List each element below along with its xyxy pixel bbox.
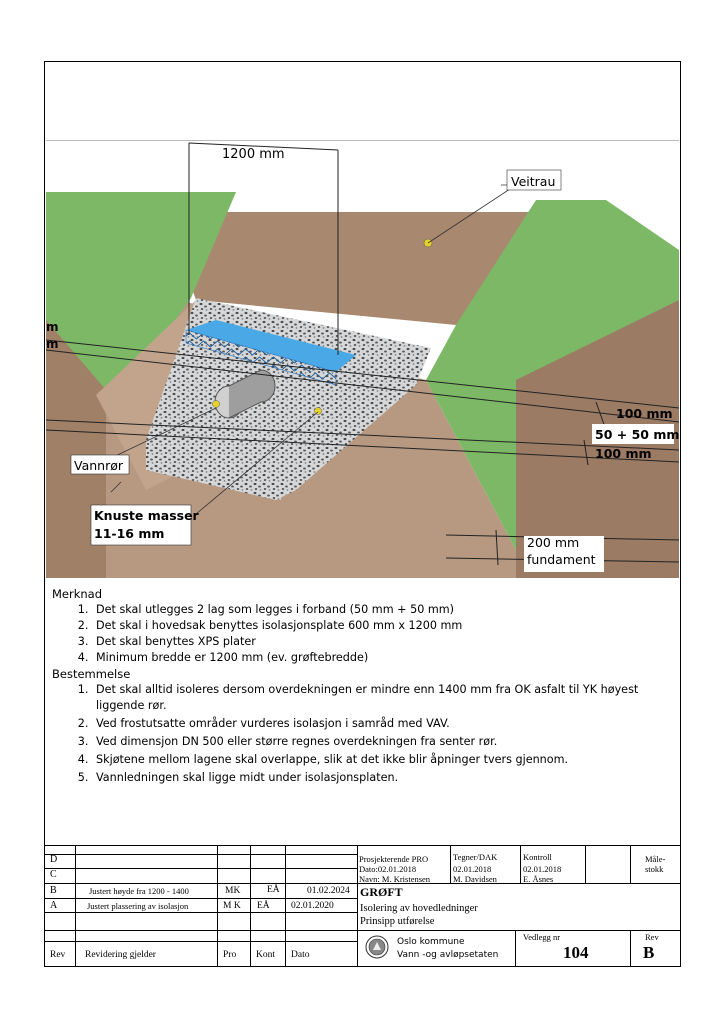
kontroll-date: 02.01.2018 xyxy=(523,864,562,874)
bestemmelse-item: Ved dimensjon DN 500 eller større regnes… xyxy=(92,734,677,750)
head-rev: Rev xyxy=(50,950,66,960)
scale-label-1: Måle- xyxy=(645,854,666,864)
rev-a: A xyxy=(50,900,58,911)
org-name-2: Vann -og avløpsetaten xyxy=(397,950,499,960)
left-edge-label-2: m xyxy=(46,337,59,351)
merknad-heading: Merknad xyxy=(52,587,103,601)
vedlegg-label: Vedlegg nr xyxy=(523,932,561,942)
water-pipe-body xyxy=(228,369,276,419)
scale-label-2: stokk xyxy=(645,864,664,874)
gravel-label-2: 11-16 mm xyxy=(94,526,165,541)
pipe-marker xyxy=(212,400,220,408)
insulation-plate xyxy=(186,320,356,372)
gravel-label-1: Knuste masser xyxy=(94,508,199,523)
merknad-item: Det skal utlegges 2 lag som legges i for… xyxy=(92,602,677,618)
bestemmelse-item: Vannledningen skal ligge midt under isol… xyxy=(92,770,677,786)
pipe-label: Vannrør xyxy=(74,458,124,473)
rev-a-text: Justert plassering av isolasjon xyxy=(87,901,189,911)
org-name-1: Oslo kommune xyxy=(397,937,465,947)
bestemmelse-item: Ved frostutsatte områder vurderes isolas… xyxy=(92,716,677,732)
rev-a-date: 02.01.2020 xyxy=(291,901,334,911)
title-block: D C B Justert høyde fra 1200 - 1400 MK E… xyxy=(45,845,680,966)
width-label: 1200 mm xyxy=(222,147,285,162)
kontroll-name: E. Åsnes xyxy=(523,874,554,884)
rev-b: B xyxy=(50,885,57,896)
gravel-front xyxy=(146,440,281,500)
dim-top-label: 100 mm xyxy=(616,406,673,421)
rev-value: B xyxy=(643,943,655,962)
notes-section: Merknad Det skal utlegges 2 lag som legg… xyxy=(52,586,677,786)
road-label: Veitrau xyxy=(511,174,556,189)
bestemmelse-list: Det skal alltid isoleres dersom overdekn… xyxy=(52,682,677,786)
prosj-title: Prosjekterende PRO xyxy=(359,854,429,864)
rev-b-date: 01.02.2024 xyxy=(307,886,350,896)
insulation-plate-front xyxy=(185,329,337,386)
vedlegg-number: 104 xyxy=(563,943,589,962)
bestemmelse-item: Det skal alltid isoleres dersom overdekn… xyxy=(92,682,677,714)
tegner-date: 02.01.2018 xyxy=(453,864,492,874)
rev-label: Rev xyxy=(645,932,659,942)
rev-b-kont: EÅ xyxy=(267,885,280,895)
bestemmelse-item: Skjøtene mellom lagene skal overlappe, s… xyxy=(92,752,677,768)
head-kont: Kont xyxy=(256,950,275,960)
drawing-subtitle-2: Prinsipp utførelse xyxy=(360,916,435,927)
merknad-list: Det skal utlegges 2 lag som legges i for… xyxy=(52,602,677,666)
head-rev-text: Revidering gjelder xyxy=(85,950,156,960)
tegner-name: M. Davidsen xyxy=(453,874,497,884)
gravel-marker xyxy=(314,407,322,415)
drawing-subtitle-1: Isolering av hovedledninger xyxy=(360,903,478,914)
merknad-item: Det skal i hovedsak benyttes isolasjonsp… xyxy=(92,618,677,634)
head-dato: Dato xyxy=(291,950,310,960)
dim-insulation-label: 50 + 50 mm xyxy=(595,427,680,442)
rev-a-pro: M K xyxy=(223,901,241,911)
head-pro: Pro xyxy=(223,950,237,960)
bestemmelse-heading: Bestemmelse xyxy=(52,667,131,681)
kontroll-title: Kontroll xyxy=(523,852,552,862)
merknad-item: Det skal benyttes XPS plater xyxy=(92,634,677,650)
rev-b-pro: MK xyxy=(225,886,241,896)
dim-foundation-label-1: 200 mm xyxy=(527,535,580,550)
trench-illustration xyxy=(46,140,679,578)
merknad-item: Minimum bredde er 1200 mm (ev. grøftebre… xyxy=(92,650,677,666)
dim-bottom-label: 100 mm xyxy=(595,446,652,461)
page-frame xyxy=(44,61,681,967)
rev-b-text: Justert høyde fra 1200 - 1400 xyxy=(89,886,189,896)
soil-back-wall xyxy=(166,212,536,325)
prosj-date: Dato:02.01.2018 xyxy=(359,864,417,874)
rev-a-kont: EÅ xyxy=(257,901,270,911)
prosj-name: Navn: M. Kristensen xyxy=(359,874,431,884)
oslo-seal-icon xyxy=(365,935,389,959)
left-edge-label-1: m xyxy=(46,320,59,334)
rev-d: D xyxy=(50,854,58,865)
drawing-title: GRØFT xyxy=(360,885,403,899)
rev-c: C xyxy=(50,869,57,880)
dim-foundation-label-2: fundament xyxy=(527,552,596,567)
tegner-title: Tegner/DAK xyxy=(453,852,498,862)
